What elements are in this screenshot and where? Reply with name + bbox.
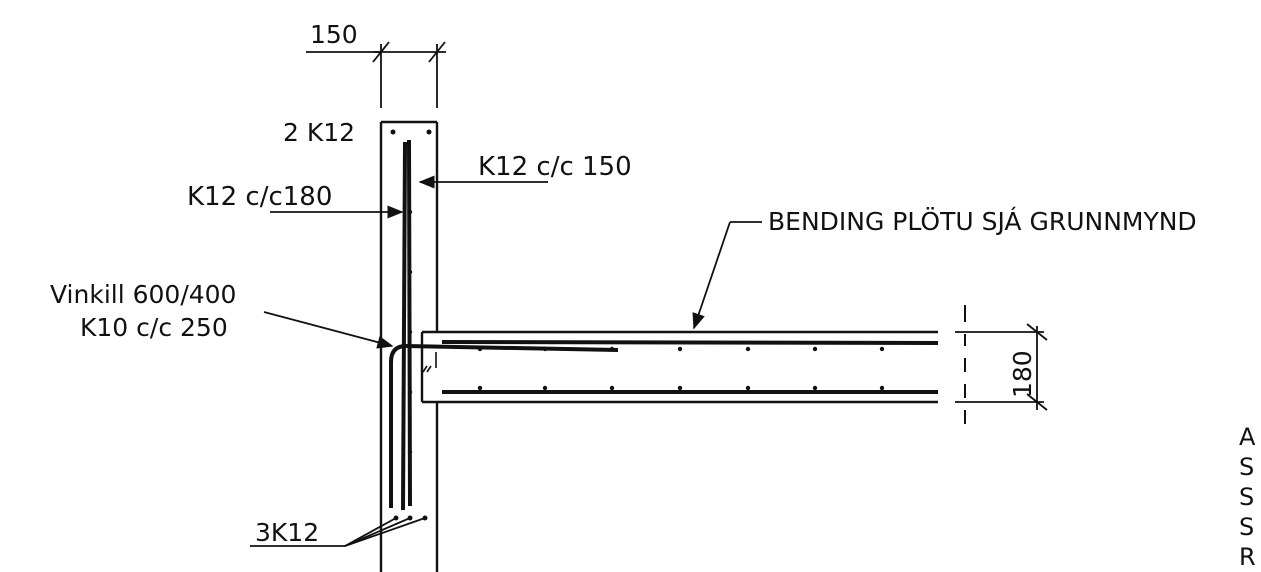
angle-bar-leader <box>263 311 394 349</box>
side-letter: S <box>1239 513 1254 541</box>
side-letter-column: A S S S R <box>1239 423 1256 571</box>
outer-bars-label: K12 c/c 150 <box>478 152 632 182</box>
angle-bar <box>389 343 619 508</box>
side-letter: S <box>1239 483 1254 511</box>
slab-thickness-label: 180 <box>1008 350 1037 398</box>
wall-thickness-label: 150 <box>310 20 358 49</box>
side-letter: S <box>1239 453 1254 481</box>
slab-section <box>420 330 938 404</box>
slab-bars <box>422 340 939 394</box>
bottom-bars-label: 3K12 <box>255 518 319 547</box>
wall-width-dimension <box>306 41 446 108</box>
slab-thickness-dimension <box>955 323 1048 411</box>
side-letter: A <box>1239 423 1256 451</box>
slab-note-leader <box>692 221 762 330</box>
top-bars-label: 2 K12 <box>283 118 355 147</box>
inner-bars-label: K12 c/c180 <box>187 182 332 212</box>
angle-bar-label: Vinkill 600/400 <box>50 280 236 309</box>
side-letter: R <box>1239 543 1256 571</box>
bar-dots <box>390 129 885 521</box>
angle-spacing-label: K10 c/c 250 <box>80 313 228 342</box>
slab-note-label: BENDING PLÖTU SJÁ GRUNNMYND <box>768 207 1197 236</box>
wall-vertical-bars <box>401 139 412 511</box>
bottom-bars-leader <box>250 517 426 547</box>
